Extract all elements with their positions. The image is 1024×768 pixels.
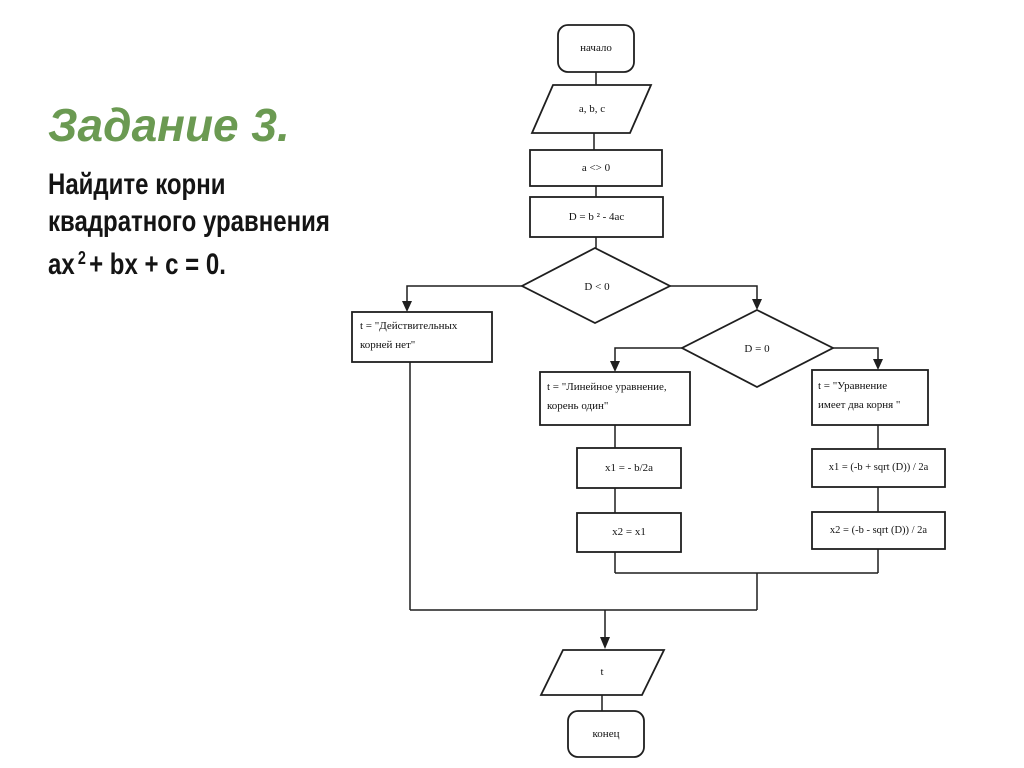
start-node-shape (557, 24, 635, 73)
slide-title: Задание 3. (48, 99, 290, 151)
two-roots-node-shape (811, 369, 929, 426)
start-node-label: начало (580, 42, 612, 55)
x1-right-node-label: x1 = (-b + sqrt (D)) / 2a (828, 462, 929, 474)
x1-mid-node-shape (576, 447, 682, 489)
input-node-shape (530, 84, 653, 134)
equation-base: ax (48, 247, 75, 281)
body-line-2: квадратного уравнения (48, 205, 330, 238)
x2-right-node-label: x2 = (-b - sqrt (D)) / 2a (829, 524, 928, 536)
one-root-node-label: t = "Линейное уравнение, корень один" (547, 381, 667, 412)
flow-connector-lines (406, 72, 879, 711)
arrowhead-to-two-roots (873, 359, 883, 370)
x2-mid-node-shape (576, 512, 682, 553)
output-node-shape (539, 649, 666, 696)
cond-negative-label: D < 0 (584, 280, 610, 293)
cond-zero-label: D = 0 (744, 342, 770, 355)
x2-right-node-shape (811, 511, 946, 550)
end-node-label: конец (592, 727, 620, 740)
check-a-node-label: a <> 0 (581, 161, 611, 174)
one-root-node-shape (539, 371, 691, 426)
output-node-label: t (600, 665, 604, 678)
no-roots-node-label: t = "Действительных корней нет" (360, 320, 458, 351)
equation-exponent: 2 (77, 248, 86, 268)
x1-right-node-shape (811, 448, 946, 488)
arrowhead-to-no-roots (402, 301, 412, 312)
arrowhead-to-one-root (610, 361, 620, 372)
arrowhead-to-output (600, 637, 610, 649)
discriminant-node-shape (529, 196, 664, 238)
two-roots-node-label: t = "Уравнение имеет два корня " (818, 380, 901, 411)
x2-mid-node-label: x2 = x1 (612, 526, 646, 539)
body-line-1: Найдите корни (48, 168, 226, 201)
cond-negative-diamond-shape (520, 246, 673, 325)
x1-mid-node-label: x1 = - b/2a (604, 461, 654, 474)
check-a-node-shape (529, 149, 663, 187)
input-node-label: a, b, c (578, 102, 606, 115)
no-roots-node-shape (351, 311, 493, 363)
cond-zero-diamond-shape (680, 308, 835, 389)
end-node-shape (567, 710, 645, 758)
discriminant-node-label: D = b ² - 4ac (568, 210, 625, 223)
equation-rest: + bx + c = 0. (89, 247, 226, 281)
arrowhead-to-cond-zero (752, 299, 762, 310)
